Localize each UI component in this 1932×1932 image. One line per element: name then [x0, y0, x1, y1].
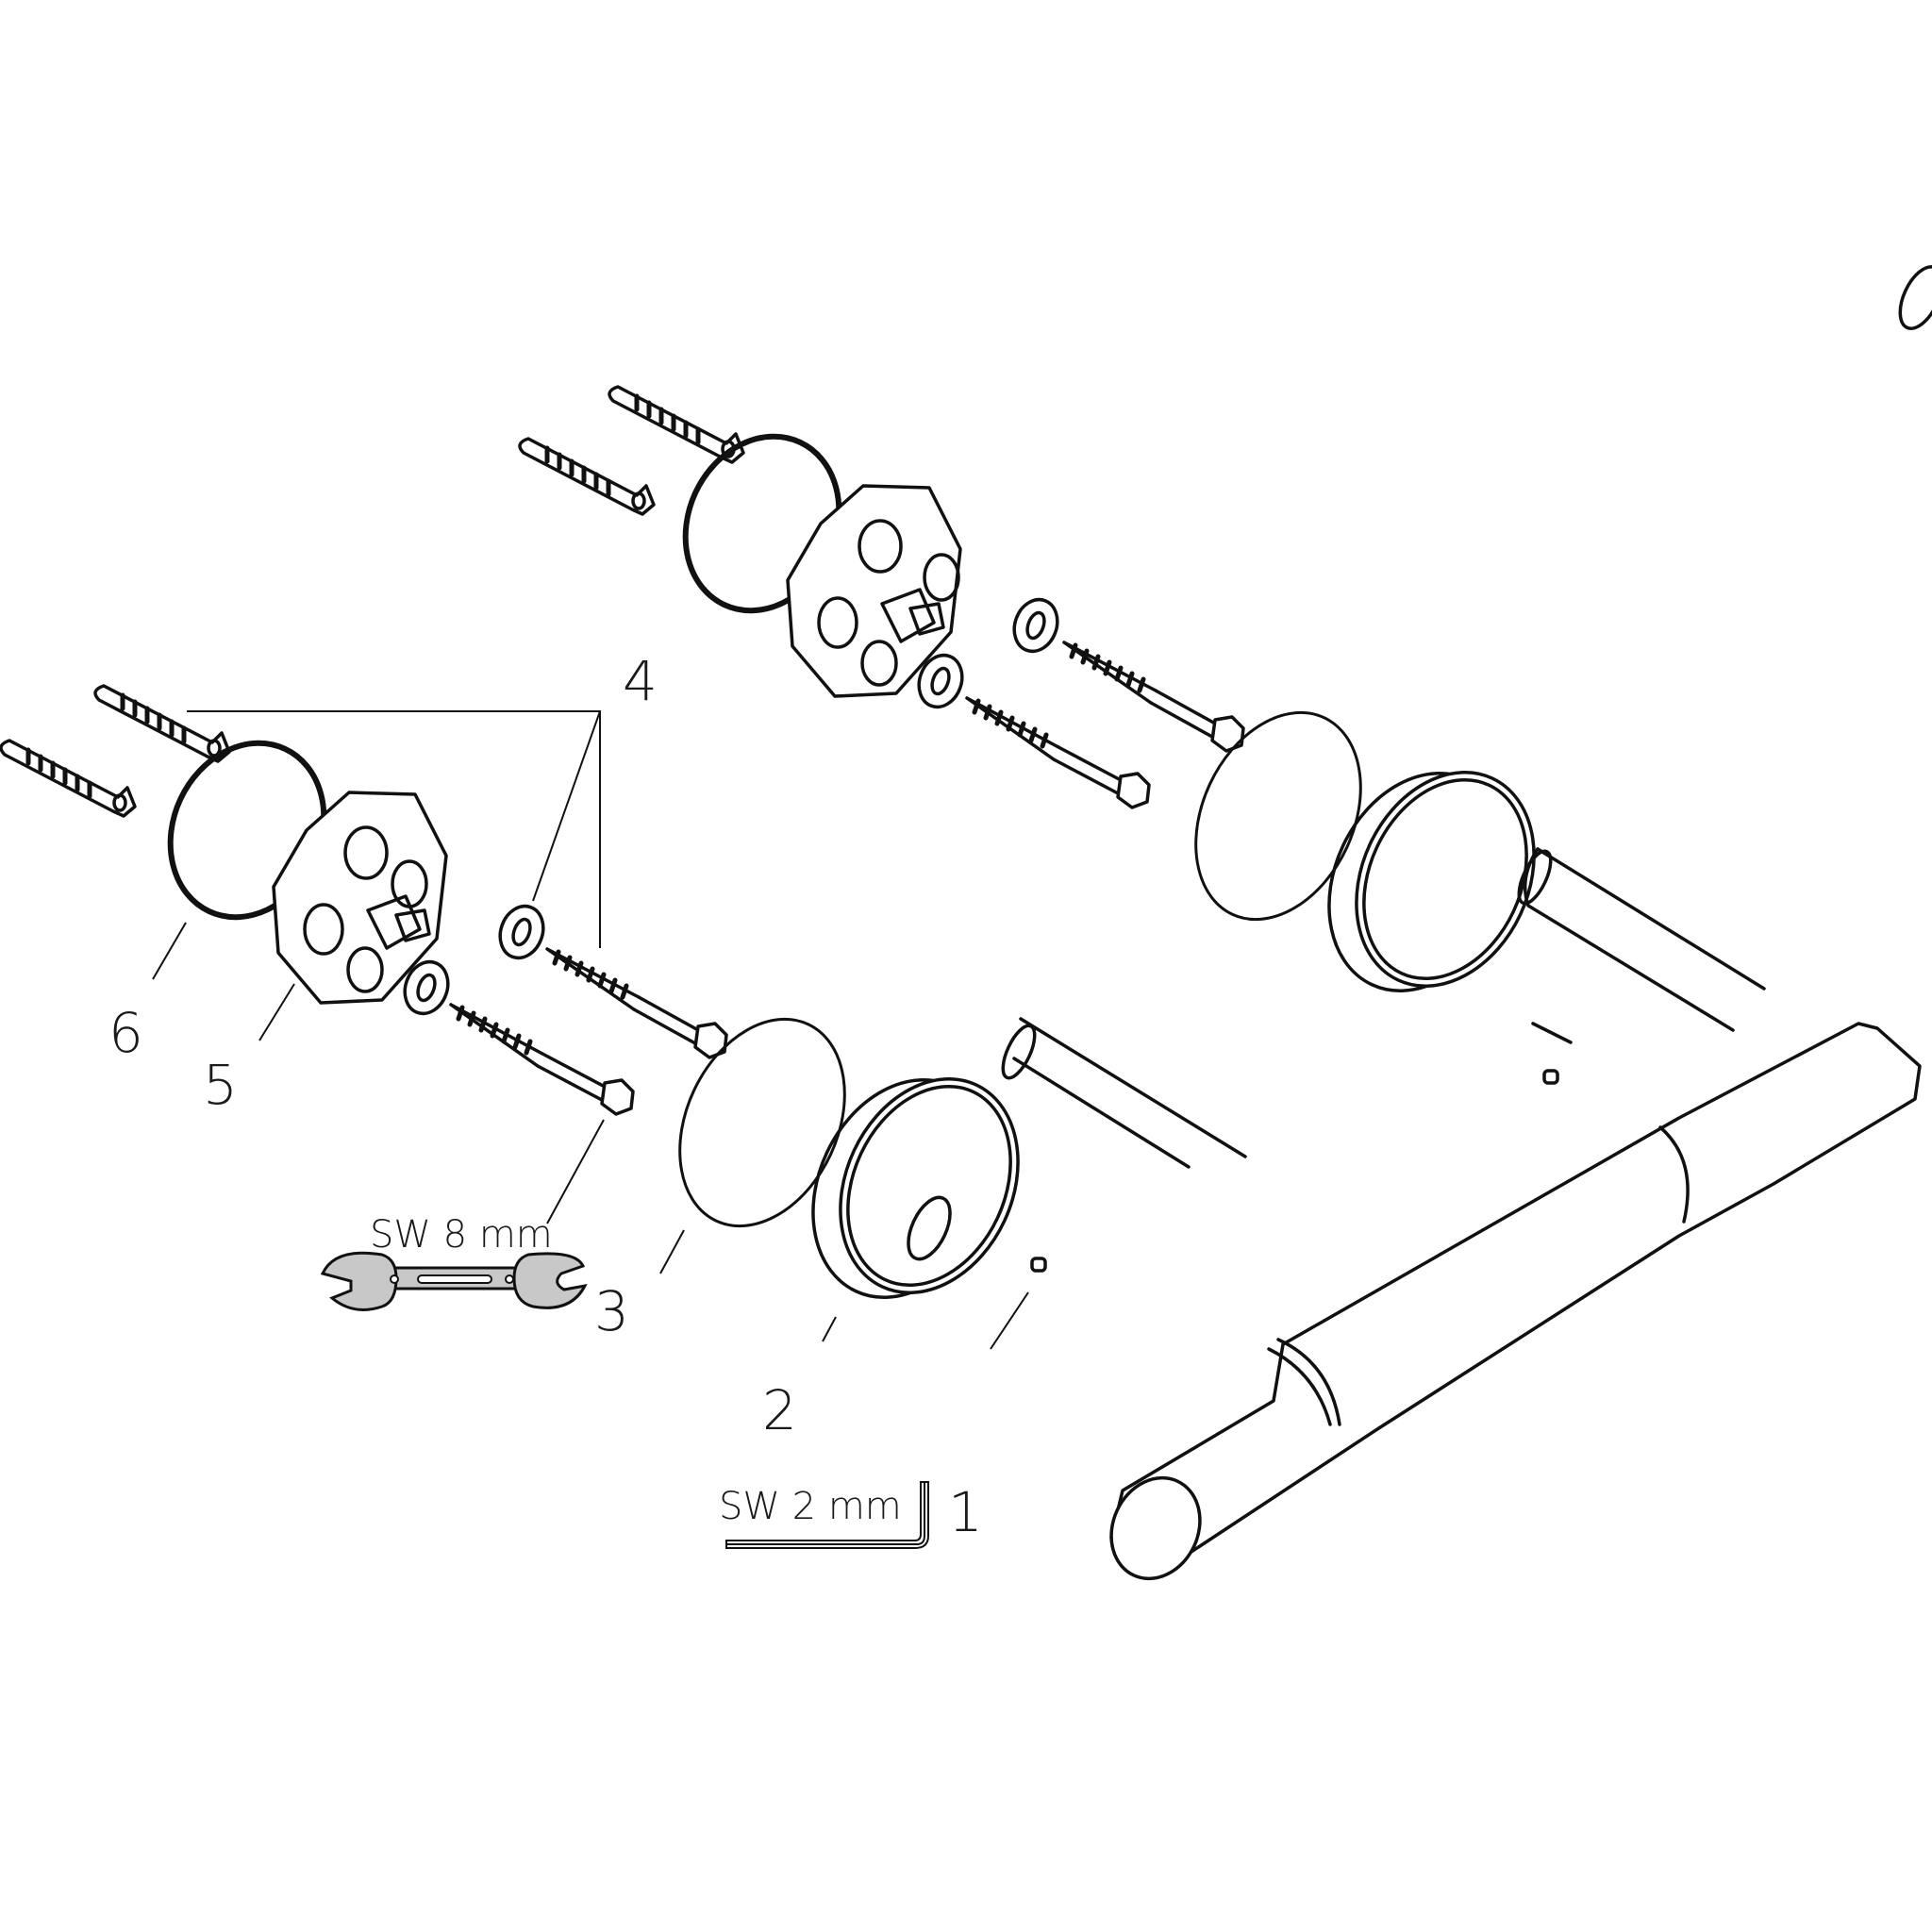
leader-line-5: [258, 983, 295, 1041]
rosette-cover-lower: [811, 1077, 1020, 1299]
allen-key-size-label: SW 2 mm: [719, 1485, 902, 1528]
wrench-icon: [320, 1251, 588, 1311]
screw-upper-2: [965, 696, 1151, 809]
disc-gasket-upper: [1194, 710, 1362, 922]
washer-lower-1: [498, 904, 545, 960]
mounting-plate-lower: [272, 791, 448, 1005]
label-6: 6: [108, 1001, 143, 1065]
screw-lower-2: [449, 1003, 635, 1116]
wall-plug-upper-1: [608, 385, 745, 464]
wall-plug-lower-2: [0, 739, 137, 818]
disc-gasket-lower: [678, 1017, 846, 1228]
grab-bar: [1001, 847, 1922, 1581]
wrench-tool: SW 8 mm: [320, 1213, 588, 1311]
wall-plug-upper-2: [518, 437, 656, 516]
allen-key-icon: [725, 1481, 929, 1549]
label-4-bracket: [187, 710, 601, 948]
screw-lower-1: [545, 947, 728, 1059]
washer-upper-1: [1012, 597, 1059, 654]
wrench-size-label: SW 8 mm: [370, 1213, 553, 1257]
label-1: 1: [948, 1480, 983, 1544]
set-screw-upper: [1542, 1069, 1559, 1085]
wall-plug-lower-1: [93, 684, 231, 763]
upper-mount-assembly: [518, 265, 1932, 992]
leader-line-3: [546, 1119, 685, 1274]
allen-key-tool: SW 2 mm: [719, 1481, 929, 1549]
label-2: 2: [762, 1378, 797, 1442]
mounting-plate-upper: [786, 484, 962, 698]
leader-line-2: [822, 1316, 837, 1342]
label-3: 3: [594, 1279, 629, 1343]
label-4: 4: [623, 649, 658, 713]
lower-mount-assembly: [0, 684, 1020, 1299]
washer-lower-2: [403, 959, 450, 1016]
set-screw-lower: [1030, 1257, 1047, 1273]
rosette-cover-upper: [1327, 265, 1932, 992]
screw-upper-1: [1062, 641, 1245, 753]
leader-line-6: [152, 922, 187, 980]
label-5: 5: [203, 1053, 238, 1117]
washer-upper-2: [917, 653, 964, 709]
leader-line-1: [990, 1291, 1029, 1350]
